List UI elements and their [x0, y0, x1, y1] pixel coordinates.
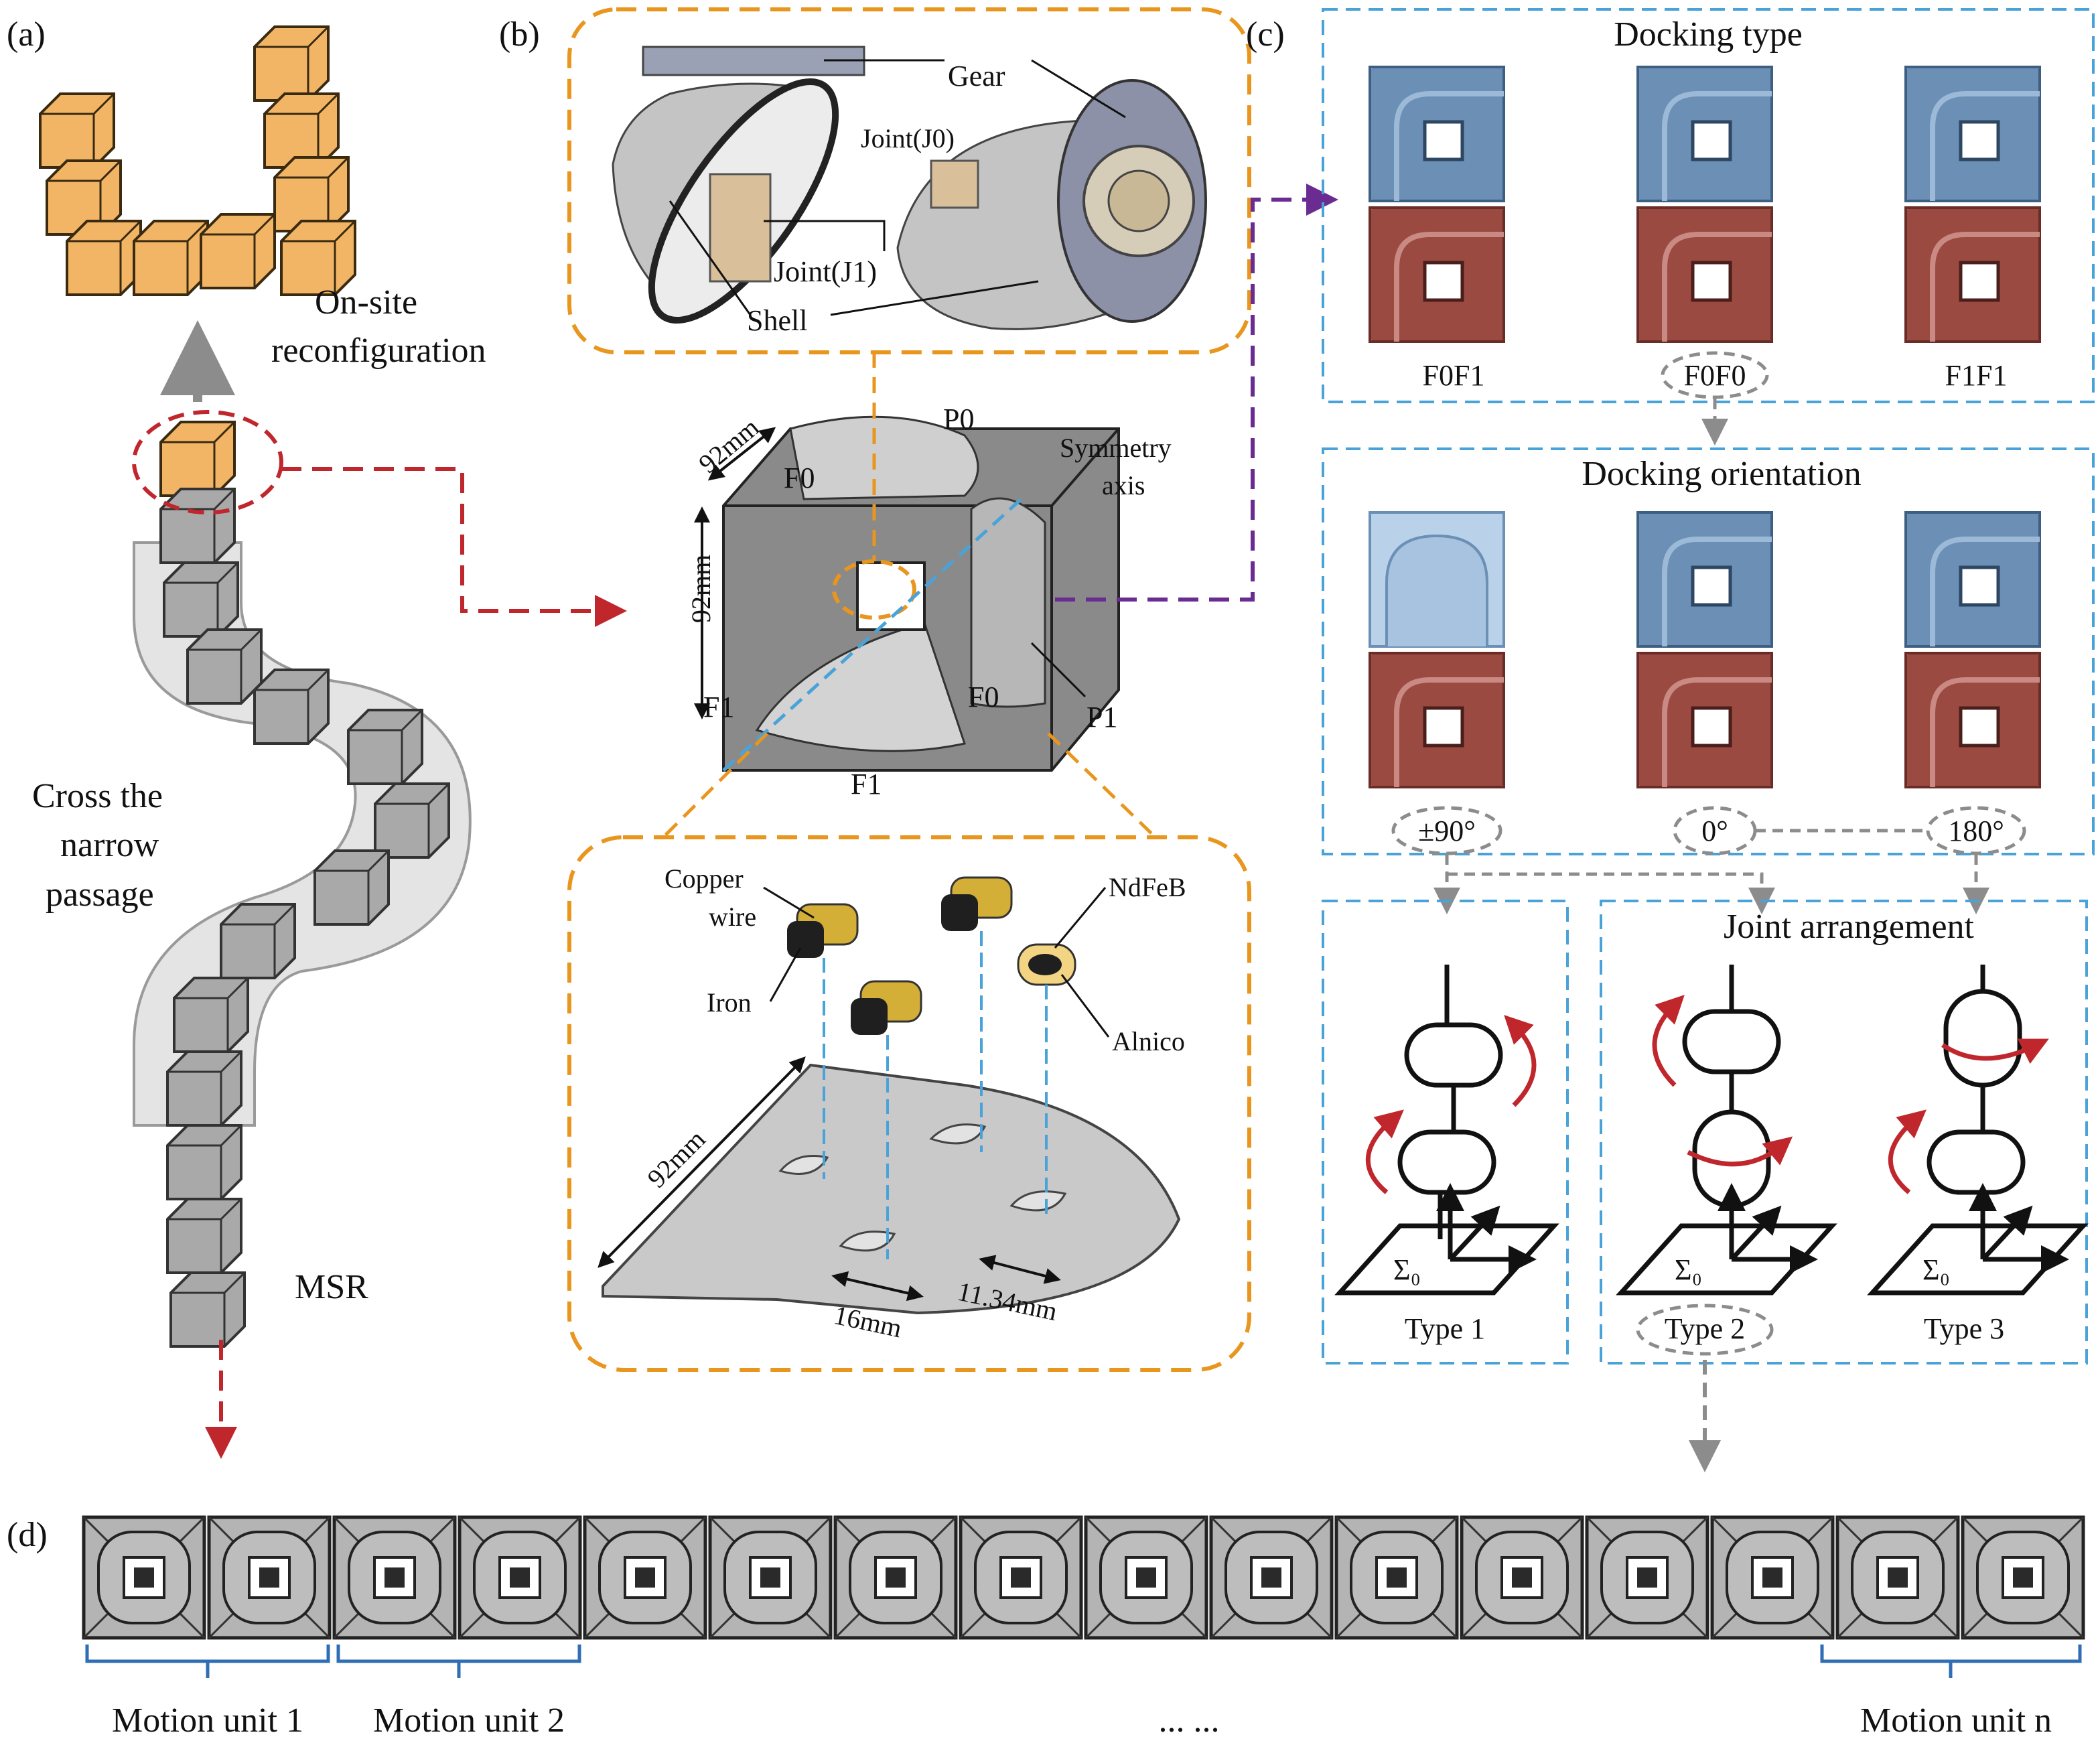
- dim-16-arrow: [831, 1271, 924, 1302]
- copper-label-1: Copper: [664, 863, 744, 894]
- reconfigured-robot: [39, 25, 356, 296]
- panel-c: (c) Docking type F0F1 F0F0 F1F1 Docking …: [1246, 8, 2095, 1472]
- type3-kinematics: [1867, 965, 2089, 1296]
- panel-a-label: (a): [7, 15, 46, 54]
- do-label-180: 180°: [1948, 815, 2004, 847]
- joint-j1-label: Joint(J1): [774, 255, 877, 288]
- type2-label: Type 2: [1665, 1312, 1745, 1345]
- p1-label: P1: [1087, 701, 1117, 733]
- orientation-to-type-arrows: [1433, 854, 1989, 914]
- panel-d: (d) Motion unit 1 Motion unit 2 ...: [7, 1516, 2083, 1740]
- dt-label-f1f1: F1F1: [1945, 359, 2008, 392]
- reconfig-label-2: reconfiguration: [271, 332, 486, 370]
- panel-b-label: (b): [499, 15, 540, 54]
- msr-label: MSR: [295, 1268, 368, 1306]
- type1-rot-top: [1504, 1015, 1537, 1107]
- do-label-90: ±90°: [1418, 815, 1476, 847]
- joint-j0-label: Joint(J0): [861, 123, 955, 153]
- ellipsis-label: ... ...: [1159, 1701, 1220, 1740]
- alnico-label: Alnico: [1112, 1026, 1185, 1056]
- motion-unit-2-label: Motion unit 2: [373, 1701, 565, 1740]
- symmetry-label-2: axis: [1102, 470, 1145, 500]
- p0-label: P0: [943, 403, 974, 435]
- selected-module-highlight: [132, 410, 283, 514]
- docking-orientation-box: [1322, 447, 2095, 855]
- type1-kinematics: [1334, 965, 1559, 1296]
- module-strip: [84, 1517, 2083, 1638]
- ndfeb-label: NdFeB: [1109, 872, 1186, 902]
- dim-1134-arrow: [979, 1255, 1061, 1284]
- panel-a: (a) On-site reconfiguration: [7, 15, 627, 1459]
- dt-label-f0f0: F0F0: [1684, 359, 1746, 392]
- type3-sigma: Σ₀: [1922, 1253, 1950, 1286]
- module-to-docking-arrow: [1055, 184, 1338, 602]
- unit-brackets: [85, 1645, 2082, 1678]
- do-90-highlight: [1391, 806, 1502, 855]
- motion-unit-1-label: Motion unit 1: [112, 1701, 303, 1740]
- do-180-highlight: [1926, 806, 2026, 855]
- dim-92-plate-arrow: [598, 1056, 806, 1268]
- dim-92-top-arrow: [707, 427, 776, 481]
- dt-label-f0f1: F0F1: [1423, 359, 1485, 392]
- panel-b: (b) Gear Joint(J0) Joint(J1) Shell: [499, 7, 1338, 1372]
- type1-box: [1322, 900, 1569, 1365]
- shell-half-left: [612, 46, 865, 324]
- magnet-detail-box: [567, 835, 1251, 1372]
- connector-plate: [602, 1063, 1181, 1315]
- type1-sigma: Σ₀: [1393, 1253, 1421, 1286]
- type3-rot-bottom: [1888, 1109, 1927, 1194]
- docking-type-box: [1322, 8, 2095, 403]
- motion-unit-n-label: Motion unit n: [1860, 1701, 2052, 1740]
- type2-kinematics: [1616, 965, 1837, 1296]
- shell-label: Shell: [747, 304, 807, 337]
- magnet-guides: [823, 931, 1048, 1259]
- panel-c-label: (c): [1246, 15, 1285, 54]
- type2-rot-top: [1652, 995, 1685, 1087]
- f0-top-label: F0: [784, 462, 815, 494]
- docking-type-title: Docking type: [1614, 15, 1803, 54]
- magnet-parts: [787, 876, 1076, 1035]
- gear-label: Gear: [948, 60, 1005, 92]
- p1-leader: [1030, 642, 1087, 698]
- panel-d-label: (d): [7, 1516, 48, 1554]
- magnet-leader-lines: [763, 886, 1110, 1038]
- cross-label-1: Cross the: [32, 777, 163, 815]
- main-module-cube: [722, 415, 1120, 772]
- docking-orientation-title: Docking orientation: [1582, 455, 1861, 493]
- joint-arrangement-box: [1600, 900, 2088, 1365]
- copper-label-2: wire: [709, 902, 756, 932]
- symmetry-label-1: Symmetry: [1060, 433, 1172, 463]
- reconfig-label-1: On-site: [315, 283, 417, 322]
- type3-rot-top: [1941, 1038, 2049, 1064]
- f0-front-label: F0: [968, 681, 999, 713]
- type1-rot-bottom: [1365, 1109, 1404, 1194]
- f1-bottom-label: F1: [851, 768, 882, 800]
- module-detail-arrow: [281, 467, 627, 627]
- type2-highlight: [1636, 1304, 1774, 1356]
- docking-type-modules: [1370, 67, 2040, 342]
- type1-label: Type 1: [1405, 1312, 1485, 1345]
- leader-lines-b: [669, 59, 1126, 316]
- gear-joint-detail-box: [567, 7, 1251, 354]
- cross-label-3: passage: [46, 876, 154, 914]
- dim-92-side-label: 92mm: [686, 555, 716, 623]
- do-label-0: 0°: [1701, 815, 1728, 847]
- cross-label-2: narrow: [60, 826, 159, 864]
- type2-rot-bottom: [1687, 1136, 1793, 1167]
- iron-label: Iron: [707, 987, 752, 1018]
- joint-arrangement-title: Joint arrangement: [1724, 908, 1975, 946]
- dt-f0f0-highlight: [1661, 351, 1769, 399]
- shell-half-right: [896, 79, 1207, 330]
- docking-orientation-modules: [1370, 512, 2040, 787]
- type2-sigma: Σ₀: [1675, 1253, 1702, 1286]
- f1-left-label: F1: [703, 691, 734, 723]
- type3-label: Type 3: [1924, 1312, 2004, 1345]
